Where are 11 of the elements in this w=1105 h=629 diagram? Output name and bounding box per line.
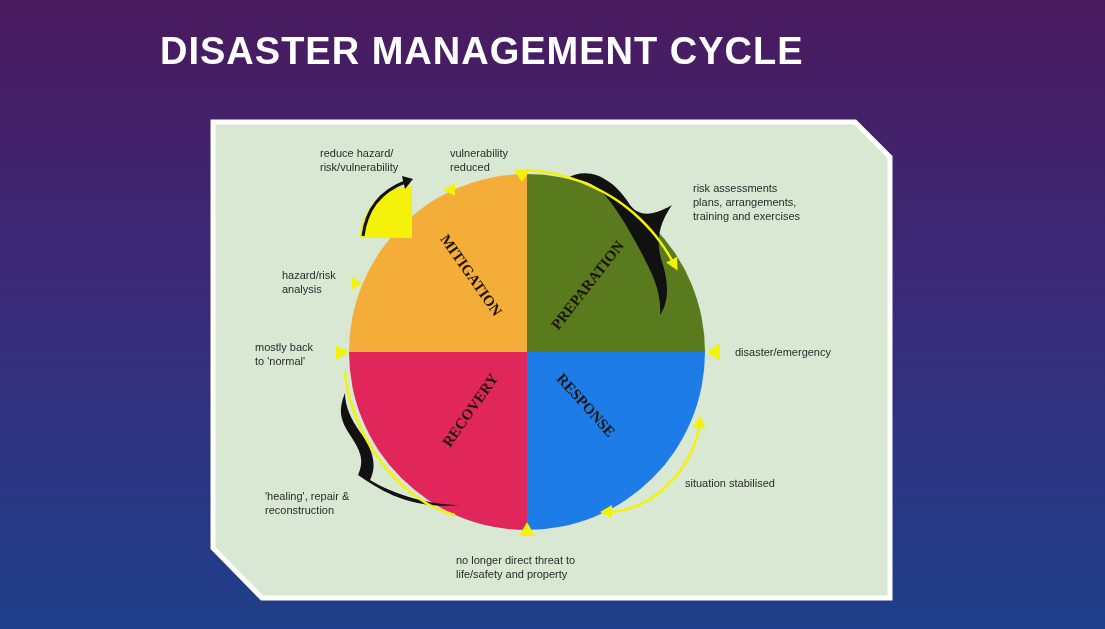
annotation-text: 'healing', repair & reconstruction: [265, 489, 351, 517]
annotation-text: reduce hazard/ risk/vulnerability: [320, 146, 400, 174]
annotation-text: hazard/risk analysis: [282, 268, 337, 296]
annotation-text: vulnerability reduced: [450, 146, 510, 174]
annotation-text: situation stabilised: [685, 476, 776, 490]
annotation-text: mostly back to 'normal': [255, 340, 315, 368]
title: DISASTER MANAGEMENT CYCLE: [160, 30, 804, 73]
annotation-text: disaster/emergency: [735, 345, 832, 359]
annotation-text: no longer direct threat to life/safety and property: [456, 553, 577, 581]
annotation-text: risk assessments plans, arrangements, training and exercises: [693, 181, 801, 223]
direction-arrow: [526, 168, 678, 271]
